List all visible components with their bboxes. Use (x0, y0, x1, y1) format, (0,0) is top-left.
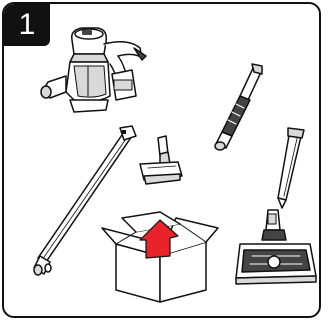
unboxing-box-icon (102, 212, 218, 302)
mini-brush-icon (140, 136, 182, 184)
two-in-one-brush-icon (215, 64, 262, 150)
crevice-tool-icon (278, 128, 304, 208)
floor-brush-icon (236, 210, 316, 284)
handheld-vacuum-body-icon (41, 28, 146, 112)
